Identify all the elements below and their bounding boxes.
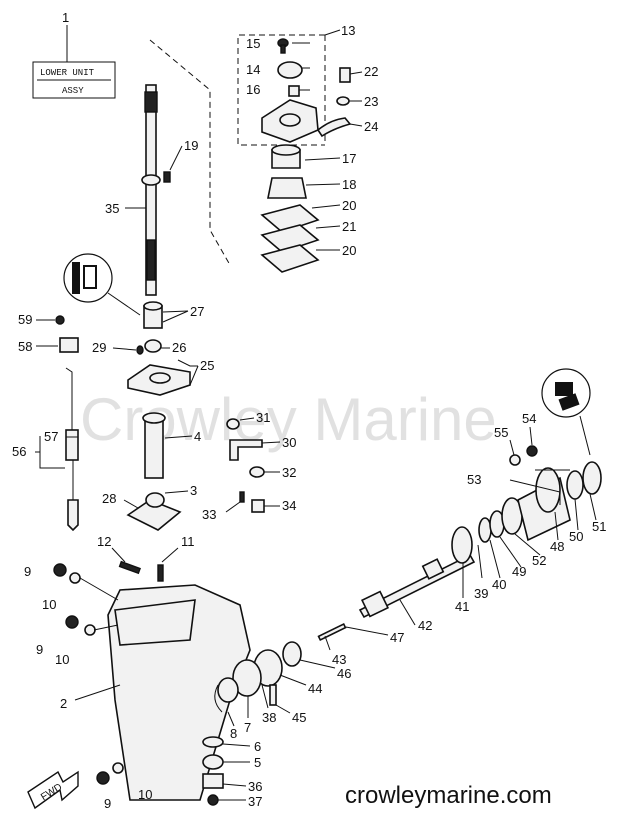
callout-28: 28: [102, 491, 116, 506]
shift-rod: [55, 315, 79, 532]
callout-48: 48: [550, 539, 564, 554]
callout-42: 42: [418, 618, 432, 633]
callout-2: 2: [60, 696, 67, 711]
callout-49: 49: [512, 564, 526, 579]
callout-50: 50: [569, 529, 583, 544]
callout-44: 44: [308, 681, 322, 696]
callout-37: 37: [248, 794, 262, 809]
callout-43: 43: [332, 652, 346, 667]
callout-26: 26: [172, 340, 186, 355]
callout-17: 17: [342, 151, 356, 166]
callout-33: 33: [202, 507, 216, 522]
forward-gear-assembly: [214, 622, 347, 713]
title-box: LOWER UNIT ASSY 1: [32, 10, 116, 99]
title-box-number: 1: [62, 10, 69, 25]
callout-45: 45: [292, 710, 306, 725]
callout-25: 25: [200, 358, 214, 373]
callout-15: 15: [246, 36, 260, 51]
callout-10c: 10: [138, 787, 152, 802]
plate: [126, 499, 182, 531]
callout-32: 32: [282, 465, 296, 480]
callout-52: 52: [532, 553, 546, 568]
callout-4: 4: [194, 429, 201, 444]
callout-10b: 10: [55, 652, 69, 667]
callout-51: 51: [592, 519, 606, 534]
callout-21: 21: [342, 219, 356, 234]
callout-56: 56: [12, 444, 26, 459]
drive-shaft: [141, 84, 161, 296]
callout-9b: 9: [36, 642, 43, 657]
callout-39: 39: [474, 586, 488, 601]
callout-22: 22: [364, 64, 378, 79]
callout-9c: 9: [104, 796, 111, 811]
callout-7: 7: [244, 720, 251, 735]
callout-53: 53: [467, 472, 481, 487]
washers: [53, 563, 124, 785]
grommets: [226, 418, 265, 513]
callout-29: 29: [92, 340, 106, 355]
bottom-parts: [202, 736, 224, 806]
propeller-shaft: [358, 553, 476, 619]
callout-34: 34: [282, 498, 296, 513]
callout-40: 40: [492, 577, 506, 592]
callout-35: 35: [105, 201, 119, 216]
title-box-line2: ASSY: [62, 86, 84, 96]
callout-6: 6: [254, 739, 261, 754]
callout-3: 3: [190, 483, 197, 498]
bushings: [136, 301, 163, 355]
water-pump-parts: [260, 38, 352, 273]
callout-18: 18: [342, 177, 356, 192]
callout-10a: 10: [42, 597, 56, 612]
callout-20a: 20: [342, 198, 356, 213]
callout-13: 13: [341, 23, 355, 38]
reverse-gear-assembly: [451, 461, 602, 564]
callout-30: 30: [282, 435, 296, 450]
callout-54: 54: [522, 411, 536, 426]
website-text: crowleymarine.com: [345, 782, 552, 809]
callout-24: 24: [364, 119, 378, 134]
water-tube: [142, 412, 166, 479]
callout-labels: 13 15 14 16 22 23 24 17 18 20 21 20 19 3…: [12, 23, 606, 811]
callout-38: 38: [262, 710, 276, 725]
callout-12: 12: [97, 534, 111, 549]
callout-55: 55: [494, 425, 508, 440]
callout-47: 47: [390, 630, 404, 645]
fwd-arrow: FWD: [27, 770, 79, 810]
callout-58: 58: [18, 339, 32, 354]
title-box-line1: LOWER UNIT: [40, 68, 95, 78]
callout-36: 36: [248, 779, 262, 794]
callout-59: 59: [18, 312, 32, 327]
callout-27: 27: [190, 304, 204, 319]
callout-11: 11: [181, 534, 195, 549]
callout-57: 57: [44, 429, 58, 444]
callout-19: 19: [184, 138, 198, 153]
callout-5: 5: [254, 755, 261, 770]
callout-9a: 9: [24, 564, 31, 579]
callout-46: 46: [337, 666, 351, 681]
callout-23: 23: [364, 94, 378, 109]
detail-circle-left: [63, 253, 141, 316]
detail-circle-right: [541, 368, 591, 456]
callout-16: 16: [246, 82, 260, 97]
callout-14: 14: [246, 62, 260, 77]
callout-41: 41: [455, 599, 469, 614]
callout-31: 31: [256, 410, 270, 425]
callout-20b: 20: [342, 243, 356, 258]
callout-8: 8: [230, 726, 237, 741]
